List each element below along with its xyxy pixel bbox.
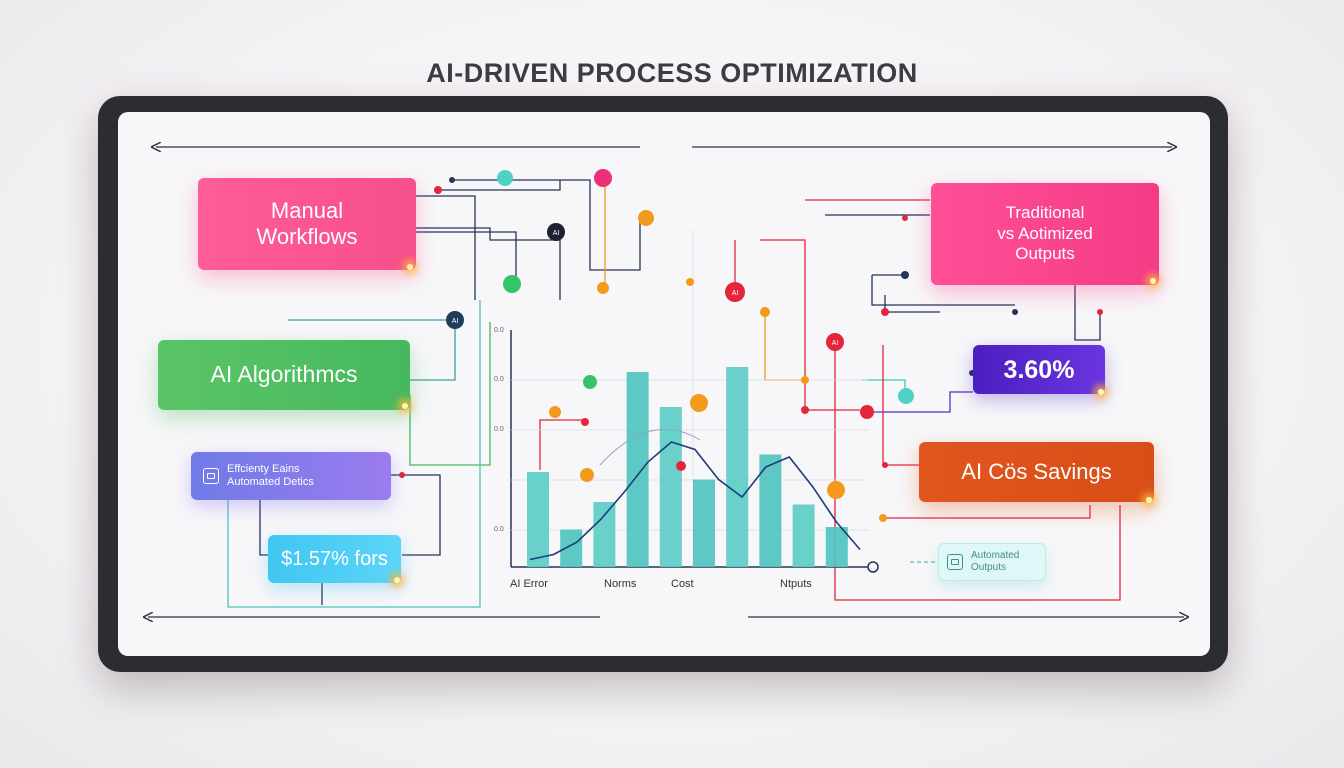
manual-card-line: Workflows <box>256 224 358 249</box>
x-category-label: Norms <box>604 578 637 590</box>
chart-bar <box>693 479 715 567</box>
connector-nodes: AI AI AI AI <box>399 169 1103 522</box>
chart-bar <box>726 367 749 567</box>
node-dot <box>801 406 809 414</box>
algorithms-card-label: AI Algorithmcs <box>210 361 358 388</box>
node-dot <box>449 177 455 183</box>
node-ai-1 <box>547 223 565 241</box>
node-ai-1-label: AI <box>553 230 560 237</box>
node-dot <box>594 169 612 187</box>
node-ai-4 <box>826 333 844 351</box>
node-ai-3 <box>725 282 745 302</box>
node-dot <box>882 462 888 468</box>
automated-card-line: Automated <box>971 550 1020 561</box>
chart-bars <box>527 367 848 567</box>
chart-bar <box>593 502 616 567</box>
node-dot <box>898 388 914 404</box>
chart-bar <box>759 454 782 567</box>
manual-workflows-card: Manual Workflows <box>198 178 416 270</box>
node-dot <box>686 278 694 286</box>
node-dot <box>399 472 405 478</box>
node-dot <box>497 170 513 186</box>
chart-bar <box>560 529 583 567</box>
traditional-card-line: vs Aotimized <box>997 223 1093 243</box>
node-dot <box>676 461 686 471</box>
x-category-label: Cost <box>671 578 694 590</box>
x-category-label: AI Error <box>510 578 548 590</box>
node-dot <box>597 282 609 294</box>
improvement-percent-label: 3.60% <box>1003 355 1075 384</box>
glow-accent <box>394 577 400 583</box>
efficiency-card-line: Automated Detics <box>227 476 314 488</box>
traditional-card-line: Traditional <box>1005 203 1085 223</box>
node-dot <box>879 514 887 522</box>
efficiency-gains-card: Effcienty Eains Automated Detics <box>191 452 391 500</box>
chart-bar <box>792 504 815 567</box>
cost-percent-card: $1.57% fors <box>268 535 401 583</box>
savings-card-label: AI Cös Savings <box>961 458 1112 484</box>
y-tick-label: 0.0 <box>494 376 504 383</box>
node-ai-3-label: AI <box>732 290 739 297</box>
node-dot <box>503 275 521 293</box>
chart-bar <box>825 527 848 567</box>
manual-card-line: Manual <box>270 197 344 223</box>
dashboard-icon <box>203 468 219 484</box>
glow-accent <box>407 264 413 270</box>
node-dot <box>638 210 654 226</box>
node-dot <box>1012 309 1018 315</box>
node-dot <box>581 418 589 426</box>
glow-accent <box>1098 389 1104 395</box>
node-dot <box>580 468 594 482</box>
node-dot <box>1097 309 1103 315</box>
automated-card-line: Outputs <box>971 562 1007 573</box>
robot-icon <box>947 554 963 570</box>
node-dot <box>690 394 708 412</box>
node-dot <box>801 376 809 384</box>
chart-trend-line <box>529 441 861 561</box>
chart-faint-arc <box>599 428 701 466</box>
y-tick-label: 0.0 <box>494 327 504 334</box>
node-ai-2 <box>446 311 464 329</box>
traditional-card-line: Outputs <box>1015 244 1075 264</box>
y-tick-label: 0.0 <box>494 526 504 533</box>
glow-accent <box>1150 278 1156 284</box>
ai-algorithms-card: AI Algorithmcs <box>158 340 410 410</box>
node-ai-2-label: AI <box>452 318 459 325</box>
chart-bar <box>527 472 549 567</box>
node-dot <box>434 186 442 194</box>
node-dot <box>901 271 909 279</box>
node-ai-4-label: AI <box>832 340 839 347</box>
node-dot <box>902 215 908 221</box>
glow-accent <box>402 403 408 409</box>
node-dot <box>881 308 889 316</box>
node-dot <box>760 307 770 317</box>
cost-percent-label: $1.57% fors <box>281 548 388 570</box>
y-tick-label: 0.0 <box>494 426 504 433</box>
chart-bar <box>626 372 649 567</box>
efficiency-card-line: Effcienty Eains <box>227 462 300 475</box>
node-dot <box>583 375 597 389</box>
glow-accent <box>1146 497 1152 503</box>
node-dot <box>860 405 874 419</box>
automated-outputs-card: Automated Outputs <box>938 543 1046 581</box>
improvement-percent-card: 3.60% <box>973 345 1105 394</box>
node-dot <box>827 481 845 499</box>
ai-cost-savings-card: AI Cös Savings <box>919 442 1154 502</box>
traditional-vs-optimized-card: Traditional vs Aotimized Outputs <box>931 183 1159 285</box>
page-title: AI-DRIVEN PROCESS OPTIMIZATION <box>426 58 918 88</box>
node-dot <box>549 406 561 418</box>
x-category-label: Ntputs <box>780 578 812 590</box>
